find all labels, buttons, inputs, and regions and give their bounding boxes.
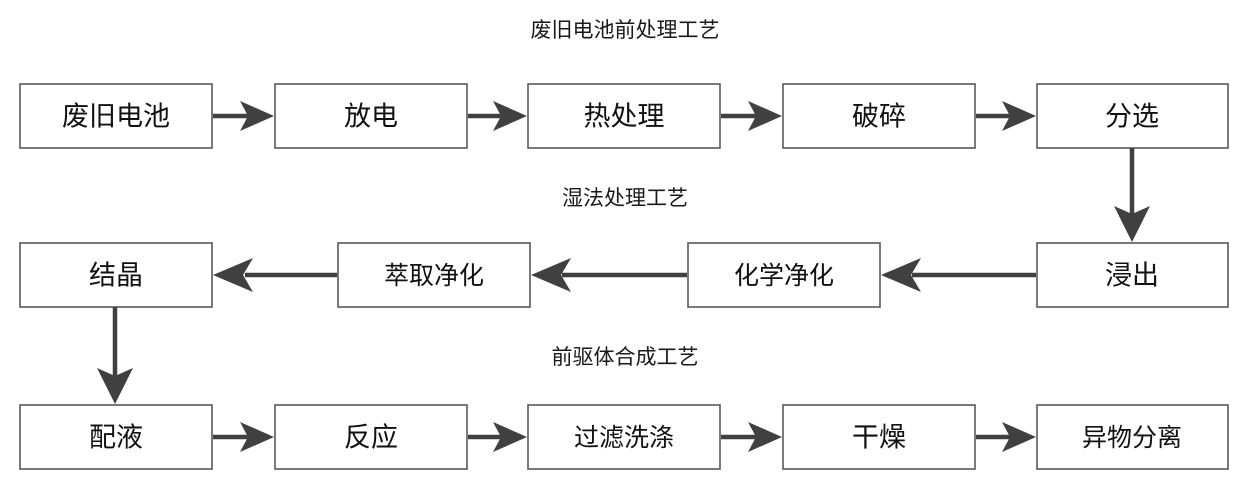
- node-label-discharge: 放电: [344, 102, 398, 133]
- node-crushing[interactable]: 破碎: [782, 83, 976, 149]
- node-foreign-matter-separation[interactable]: 异物分离: [1036, 404, 1229, 470]
- node-label-chemical-purification: 化学净化: [734, 261, 834, 290]
- node-box-crystallization: [19, 242, 213, 308]
- node-extraction-purification[interactable]: 萃取净化: [337, 242, 531, 308]
- node-reaction[interactable]: 反应: [274, 404, 468, 470]
- node-chemical-purification[interactable]: 化学净化: [687, 242, 881, 308]
- node-waste-battery[interactable]: 废旧电池: [19, 83, 213, 149]
- node-label-crushing: 破碎: [852, 102, 906, 133]
- node-box-extraction-purification: [337, 242, 531, 308]
- node-box-filtration-washing: [527, 404, 721, 470]
- node-label-filtration-washing: 过滤洗涤: [574, 423, 674, 452]
- node-solution-preparation[interactable]: 配液: [19, 404, 213, 470]
- node-box-heat-treatment: [527, 83, 721, 149]
- connector-filtration-washing-to-drying: [721, 422, 782, 452]
- connector-crystallization-to-solution-preparation: [97, 307, 133, 404]
- section-heading-pretreatment: 废旧电池前处理工艺: [531, 18, 720, 42]
- node-drying[interactable]: 干燥: [782, 404, 976, 470]
- node-box-crushing: [782, 83, 976, 149]
- connector-extraction-purification-to-crystallization: [213, 258, 337, 292]
- node-label-sorting: 分选: [1105, 102, 1159, 133]
- connector-heat-treatment-to-crushing: [721, 101, 782, 131]
- node-label-leaching: 浸出: [1105, 261, 1159, 292]
- node-box-waste-battery: [19, 83, 213, 149]
- connector-sorting-to-leaching: [1114, 148, 1150, 242]
- section-heading-precursor-synthesis: 前驱体合成工艺: [552, 345, 699, 369]
- node-box-chemical-purification: [687, 242, 881, 308]
- node-filtration-washing[interactable]: 过滤洗涤: [527, 404, 721, 470]
- node-label-extraction-purification: 萃取净化: [384, 261, 484, 290]
- node-discharge[interactable]: 放电: [274, 83, 468, 149]
- connector-discharge-to-heat-treatment: [468, 101, 527, 131]
- connector-waste-battery-to-discharge: [213, 101, 274, 131]
- connector-chemical-purification-to-extraction-purification: [531, 258, 687, 292]
- node-box-leaching: [1036, 242, 1229, 308]
- node-label-reaction: 反应: [344, 423, 398, 454]
- node-leaching[interactable]: 浸出: [1036, 242, 1229, 308]
- connector-reaction-to-filtration-washing: [468, 422, 527, 452]
- node-box-solution-preparation: [19, 404, 213, 470]
- connector-drying-to-foreign-matter-separation: [976, 422, 1036, 452]
- connector-crushing-to-sorting: [976, 101, 1036, 131]
- connector-solution-preparation-to-reaction: [213, 422, 274, 452]
- section-heading-hydrometallurgy: 湿法处理工艺: [562, 186, 688, 210]
- node-box-discharge: [274, 83, 468, 149]
- node-box-drying: [782, 404, 976, 470]
- node-heat-treatment[interactable]: 热处理: [527, 83, 721, 149]
- node-box-reaction: [274, 404, 468, 470]
- node-label-heat-treatment: 热处理: [584, 102, 665, 133]
- node-label-crystallization: 结晶: [89, 261, 143, 292]
- node-label-foreign-matter-separation: 异物分离: [1082, 423, 1182, 452]
- node-label-drying: 干燥: [852, 423, 906, 454]
- node-label-waste-battery: 废旧电池: [62, 102, 170, 133]
- node-sorting[interactable]: 分选: [1036, 83, 1229, 149]
- node-crystallization[interactable]: 结晶: [19, 242, 213, 308]
- node-label-solution-preparation: 配液: [89, 423, 143, 454]
- connector-leaching-to-chemical-purification: [881, 258, 1036, 292]
- node-box-foreign-matter-separation: [1036, 404, 1229, 470]
